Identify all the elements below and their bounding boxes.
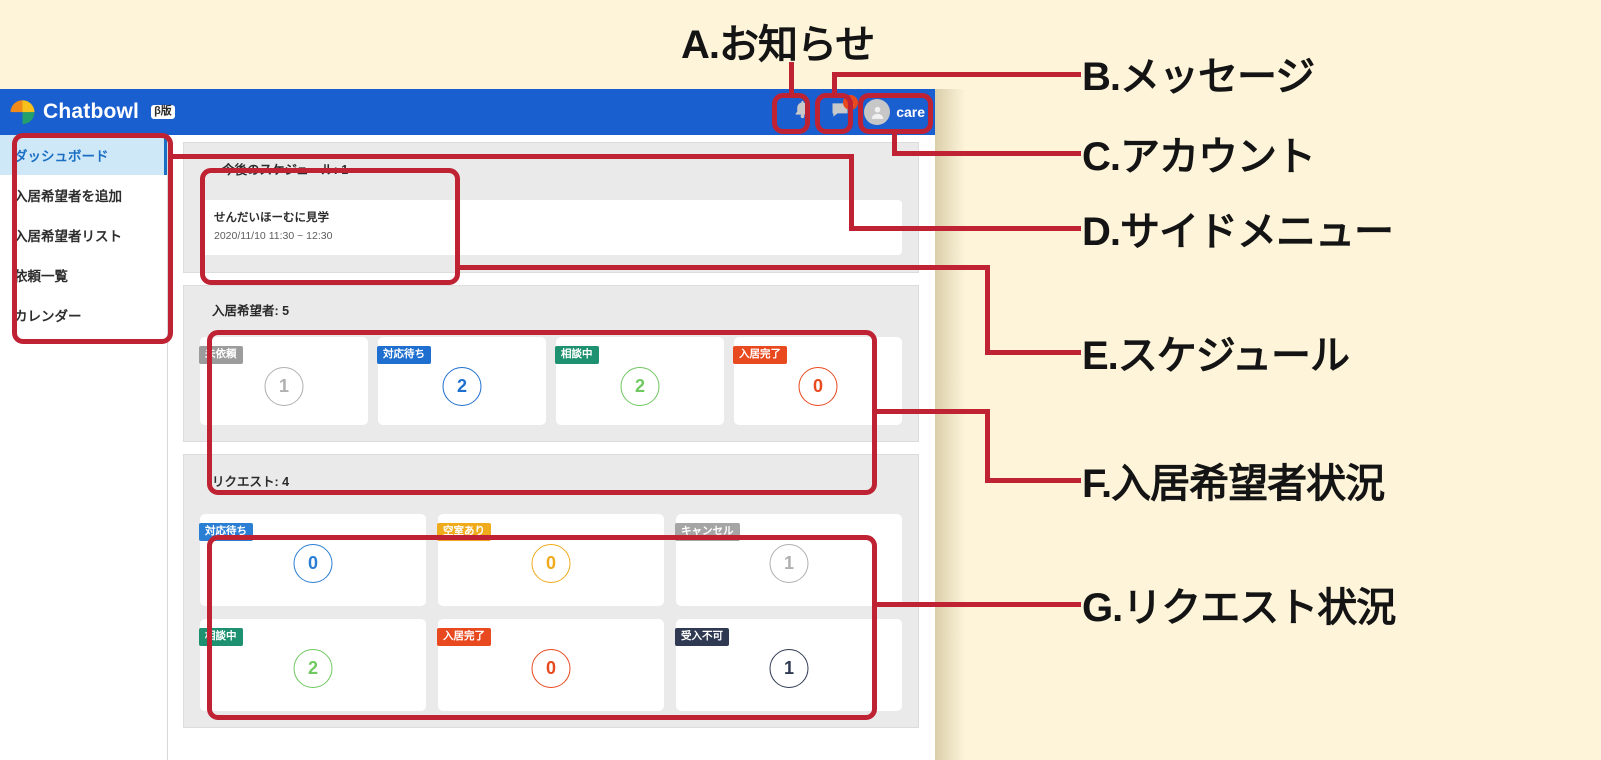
message-badge-count: 1 — [843, 95, 859, 110]
status-badge: 未依頼 — [199, 346, 243, 364]
avatar — [864, 99, 891, 125]
status-count: 2 — [293, 649, 333, 688]
request-status-card[interactable]: 空室あり 0 — [437, 514, 664, 606]
annotation-label-a: A.お知らせ — [681, 23, 875, 67]
messages-button[interactable]: 1 — [826, 95, 859, 126]
status-badge: 入居完了 — [437, 628, 491, 646]
leader-line-f-v — [985, 409, 990, 481]
leader-line-f-h1 — [872, 409, 990, 414]
sidebar-item-calendar[interactable]: カレンダー — [0, 295, 167, 335]
leader-line-a — [789, 62, 794, 96]
schedule-section: 今後のスケジュール: 1 せんだいほーむに見学 2020/11/10 11:30… — [183, 142, 919, 273]
request-status-card[interactable]: 対応待ち 0 — [199, 514, 426, 606]
status-count: 2 — [442, 367, 482, 406]
requests-title: リクエスト: 4 — [212, 475, 290, 489]
leader-line-e-v — [985, 265, 990, 353]
applicants-title: 入居希望者: 5 — [212, 304, 290, 318]
brand-name: Chatbowl — [43, 100, 140, 123]
sidebar-item-request-list[interactable]: 依頼一覧 — [0, 255, 167, 295]
sidebar-item-dashboard[interactable]: ダッシュボード — [0, 135, 167, 175]
status-count: 1 — [264, 367, 304, 406]
annotation-label-e: E.スケジュール — [1082, 334, 1350, 378]
beta-badge: β版 — [151, 105, 175, 119]
status-badge: キャンセル — [675, 523, 740, 541]
status-count: 0 — [531, 544, 571, 583]
screenshot-edge-shadow — [935, 89, 965, 760]
notifications-button[interactable] — [788, 98, 816, 126]
requests-card-grid-row2: 相談中 2 入居完了 0 受入不可 1 — [199, 619, 902, 711]
sidebar-item-applicant-list[interactable]: 入居希望者リスト — [0, 215, 167, 255]
status-count: 1 — [769, 544, 809, 583]
bell-icon — [792, 99, 813, 125]
account-button[interactable]: care — [864, 99, 925, 125]
requests-section: リクエスト: 4 対応待ち 0 空室あり 0 キャンセル 1 — [183, 454, 919, 728]
main-content: 今後のスケジュール: 1 せんだいほーむに見学 2020/11/10 11:30… — [169, 135, 935, 760]
request-status-card[interactable]: 入居完了 0 — [437, 619, 664, 711]
schedule-title: 今後のスケジュール: 1 — [222, 163, 349, 177]
applicant-status-card[interactable]: 相談中 2 — [555, 337, 724, 425]
applicants-card-grid: 未依頼 1 対応待ち 2 相談中 2 入居完了 0 — [199, 337, 902, 425]
annotation-label-d: D.サイドメニュー — [1082, 210, 1394, 254]
requests-card-grid-row1: 対応待ち 0 空室あり 0 キャンセル 1 — [199, 514, 902, 606]
leader-line-e-h1 — [455, 265, 990, 270]
annotation-label-f: F.入居希望者状況 — [1082, 462, 1385, 506]
request-status-card[interactable]: キャンセル 1 — [675, 514, 902, 606]
leader-line-d-h1 — [168, 154, 854, 159]
sidebar-item-label: 入居希望者リスト — [14, 229, 122, 244]
chatbowl-logo-icon — [9, 99, 36, 126]
annotation-label-b: B.メッセージ — [1082, 55, 1315, 99]
sidebar-item-label: カレンダー — [14, 309, 82, 324]
status-badge: 相談中 — [555, 346, 599, 364]
leader-line-d-h2 — [849, 226, 1081, 231]
applicant-status-card[interactable]: 未依頼 1 — [199, 337, 368, 425]
applicants-section: 入居希望者: 5 未依頼 1 対応待ち 2 相談中 2 入居 — [183, 285, 919, 442]
status-badge: 受入不可 — [675, 628, 729, 646]
schedule-item-time: 2020/11/10 11:30 ~ 12:30 — [214, 230, 333, 242]
status-count: 0 — [798, 367, 838, 406]
sidebar-item-label: 依頼一覧 — [14, 269, 68, 284]
leader-line-g-h — [872, 602, 1081, 607]
schedule-item-name: せんだいほーむに見学 — [214, 212, 329, 224]
status-badge: 対応待ち — [377, 346, 431, 364]
status-count: 0 — [531, 649, 571, 688]
account-name: care — [896, 104, 925, 120]
status-badge: 入居完了 — [733, 346, 787, 364]
sidebar-item-label: 入居希望者を追加 — [14, 189, 122, 204]
status-badge: 対応待ち — [199, 523, 253, 541]
annotation-label-g: G.リクエスト状況 — [1082, 586, 1396, 630]
request-status-card[interactable]: 相談中 2 — [199, 619, 426, 711]
header-actions: 1 care — [788, 95, 935, 126]
request-status-card[interactable]: 受入不可 1 — [675, 619, 902, 711]
sidebar-item-add-applicant[interactable]: 入居希望者を追加 — [0, 175, 167, 215]
leader-line-c-v — [892, 131, 897, 156]
status-badge: 空室あり — [437, 523, 491, 541]
app-screenshot: Chatbowl β版 — [0, 89, 935, 760]
leader-line-d-v — [849, 154, 854, 230]
applicant-status-card[interactable]: 対応待ち 2 — [377, 337, 546, 425]
sidebar-item-label: ダッシュボード — [14, 149, 109, 164]
status-count: 2 — [620, 367, 660, 406]
schedule-list-item[interactable]: せんだいほーむに見学 2020/11/10 11:30 ~ 12:30 — [200, 200, 902, 255]
sidebar: ダッシュボード 入居希望者を追加 入居希望者リスト 依頼一覧 カレンダー — [0, 135, 168, 760]
leader-line-c-h — [892, 151, 1081, 156]
leader-line-b-v — [832, 72, 837, 96]
leader-line-e-h2 — [985, 350, 1081, 355]
leader-line-f-h2 — [985, 478, 1081, 483]
app-header: Chatbowl β版 — [0, 89, 935, 135]
status-count: 1 — [769, 649, 809, 688]
annotation-label-c: C.アカウント — [1082, 135, 1316, 179]
status-badge: 相談中 — [199, 628, 243, 646]
brand-logo[interactable]: Chatbowl β版 — [0, 99, 175, 126]
leader-line-b-h — [832, 72, 1081, 77]
status-count: 0 — [293, 544, 333, 583]
